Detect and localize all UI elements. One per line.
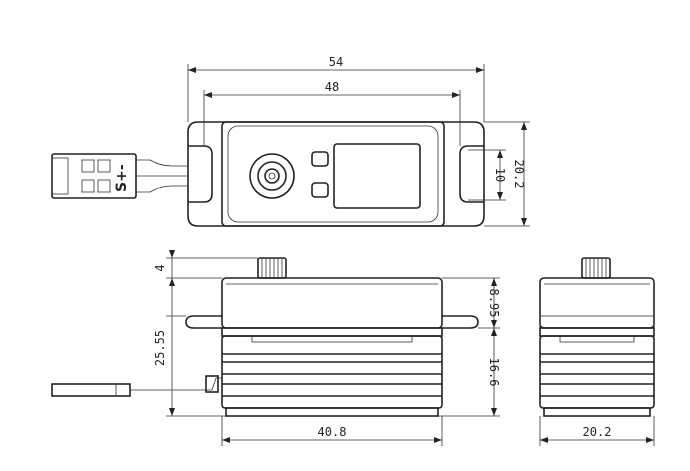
top-view-wires — [136, 159, 188, 193]
dim-body-length: 40.8 — [318, 425, 347, 439]
side-view: 4 25.55 8.95 16.6 40.8 — [51, 250, 501, 446]
end-label-strip — [559, 335, 635, 343]
side-cable-boot — [205, 375, 219, 393]
side-left-tab — [185, 315, 222, 329]
dim-10-arrow-top — [497, 150, 503, 158]
connector-pin-3 — [97, 159, 111, 173]
output-gear-screw — [268, 172, 276, 180]
top-view-case — [221, 121, 445, 227]
dim-54-arrow-left — [188, 67, 196, 73]
output-gear-spline — [257, 161, 287, 191]
dim-40-8-arrow-right — [434, 437, 442, 443]
dim-slot-width: 10 — [493, 168, 507, 182]
side-cable — [130, 377, 222, 391]
dim-end-body-width: 20.2 — [583, 425, 612, 439]
dim-mounting-pitch: 48 — [325, 80, 339, 94]
dim-end-20-2-arrow-right — [646, 437, 654, 443]
side-bottom-plate — [225, 407, 439, 417]
dim-20-2-arrow-bottom — [521, 218, 527, 226]
connector-pin-2 — [81, 179, 95, 193]
side-upper-case — [221, 277, 443, 329]
connector-symbols: S+- — [114, 164, 130, 192]
side-right-tab — [442, 315, 479, 329]
dim-8-95-arrow-bottom — [491, 320, 497, 328]
dim-16-6-arrow-bottom — [491, 408, 497, 416]
dim-4-arrow-top — [169, 250, 175, 258]
side-label-strip — [251, 335, 413, 343]
end-lower-case — [539, 335, 655, 409]
led-pad-lower — [311, 182, 329, 198]
dim-upper-case-height: 8.95 — [487, 289, 501, 318]
side-connector — [51, 383, 131, 397]
dim-25-55-arrow-bottom — [169, 408, 175, 416]
output-gear-hub — [264, 168, 280, 184]
side-middle-band — [221, 327, 443, 337]
dim-10-arrow-bottom — [497, 192, 503, 200]
dim-lower-case-height: 16.6 — [487, 358, 501, 387]
connector-pin-4 — [97, 179, 111, 193]
led-pad-upper — [311, 151, 329, 167]
end-tab-strip — [539, 315, 655, 329]
dim-overall-width: 20.2 — [512, 160, 526, 189]
dim-48-arrow-right — [452, 92, 460, 98]
dim-48-arrow-left — [204, 92, 212, 98]
dim-spline-height: 4 — [153, 264, 167, 271]
end-bottom-plate — [543, 407, 651, 417]
right-mounting-slot — [459, 145, 484, 203]
end-view: 20.2 — [539, 257, 655, 446]
end-middle-band — [539, 327, 655, 337]
dim-20-2-arrow-top — [521, 122, 527, 130]
dim-overall-length: 54 — [329, 55, 343, 69]
top-view-flange-outline — [187, 121, 485, 227]
left-mounting-slot — [188, 145, 213, 203]
top-view: S+- 54 48 10 20.2 — [51, 55, 530, 227]
dim-flange-height: 25.55 — [153, 330, 167, 366]
end-upper-case — [539, 277, 655, 329]
connector-key — [51, 157, 69, 195]
dim-16-6-arrow-top — [491, 328, 497, 336]
side-lower-case — [221, 335, 443, 409]
dim-end-20-2-arrow-left — [540, 437, 548, 443]
top-view-case-inner — [227, 125, 439, 223]
label-window — [333, 143, 421, 209]
connector-pin-1 — [81, 159, 95, 173]
output-gear-outer — [249, 153, 295, 199]
dim-40-8-arrow-left — [222, 437, 230, 443]
dim-8-95-arrow-top — [491, 278, 497, 286]
dim-54-arrow-right — [476, 67, 484, 73]
